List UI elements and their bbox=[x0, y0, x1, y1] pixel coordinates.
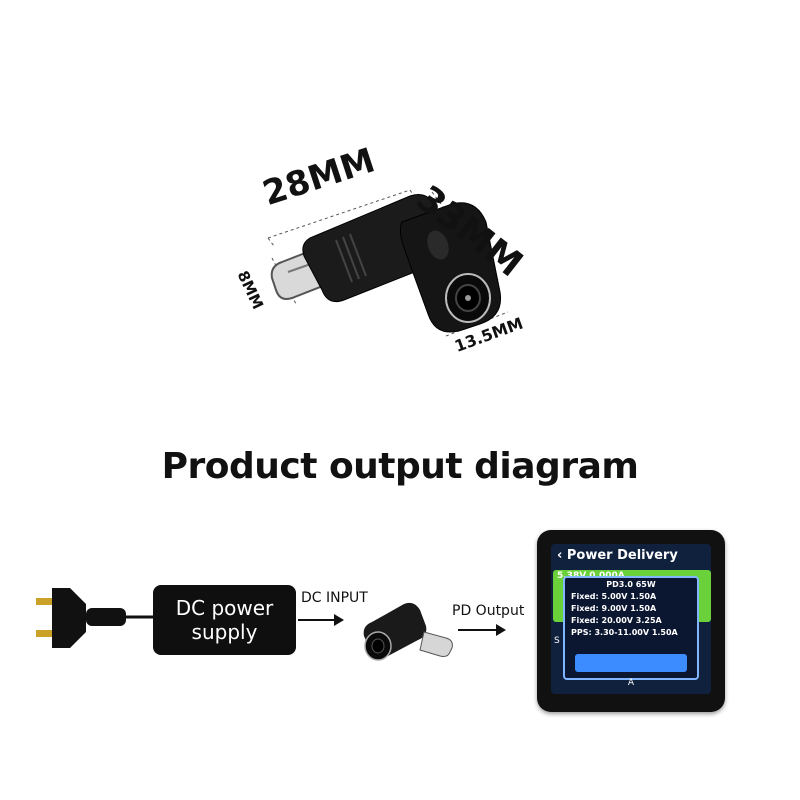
arrow-icon bbox=[458, 624, 506, 636]
adapter-dimension-illustration bbox=[267, 189, 509, 337]
pd-output-label: PD Output bbox=[452, 603, 525, 619]
profile-row: Fixed: 5.00V 1.50A bbox=[571, 592, 657, 601]
device-screen: ‹ Power Delivery 5.38V 0.000A S PD3.0 65… bbox=[551, 544, 711, 694]
back-chevron-icon: ‹ bbox=[557, 548, 567, 563]
flow-diagram-graphics bbox=[36, 588, 506, 661]
diagram-title: Product output diagram bbox=[161, 446, 639, 487]
profile-row: Fixed: 9.00V 1.50A bbox=[571, 604, 657, 613]
screen-side-text: S bbox=[554, 636, 560, 646]
power-plug-icon bbox=[36, 588, 156, 648]
profile-row: PPS: 3.30-11.00V 1.50A bbox=[571, 628, 678, 637]
popup-action-bar bbox=[575, 654, 687, 672]
arrow-icon bbox=[298, 614, 344, 626]
usb-meter-device: ‹ Power Delivery 5.38V 0.000A S PD3.0 65… bbox=[537, 530, 725, 712]
screen-header: ‹ Power Delivery bbox=[557, 548, 678, 563]
dc-supply-line2: supply bbox=[191, 620, 258, 644]
dc-supply-line1: DC power bbox=[175, 596, 274, 620]
dc-socket-icon bbox=[445, 273, 491, 323]
popup-title: PD3.0 65W bbox=[606, 580, 656, 589]
dc-input-label: DC INPUT bbox=[301, 590, 368, 606]
screen-footer: A bbox=[627, 678, 635, 688]
profile-row: Fixed: 20.00V 3.25A bbox=[571, 616, 662, 625]
pd-profile-popup: PD3.0 65W Fixed: 5.00V 1.50A Fixed: 9.00… bbox=[563, 576, 699, 680]
dc-power-supply-box: DC power supply bbox=[153, 585, 296, 655]
adapter-small-icon bbox=[363, 602, 453, 661]
